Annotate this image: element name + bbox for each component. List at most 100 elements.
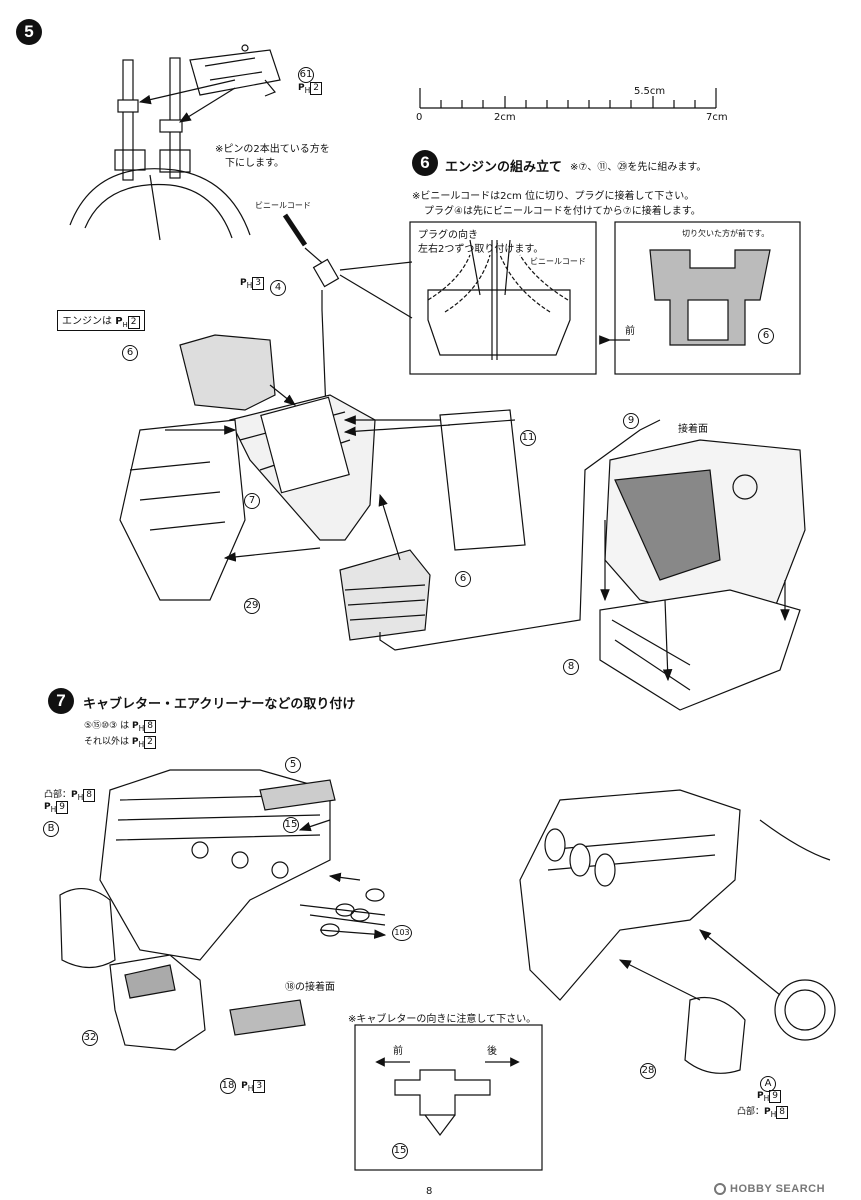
carb-assembly-drawing (59, 769, 385, 1051)
part-5-label: 5 (285, 752, 301, 773)
part-A-ref-number: 9 (769, 1090, 781, 1103)
step-7-parts-ref: 8 (144, 720, 156, 733)
plug-box-cord-label: ビニールコード (530, 257, 586, 266)
part-28-number: 28 (640, 1063, 656, 1079)
watermark: HOBBY SEARCH (714, 1183, 825, 1195)
part-32-number: 32 (82, 1030, 98, 1046)
part-8-label: 8 (563, 654, 579, 675)
step-6-pre-note: ※⑦、⑪、㉙を先に組みます。 (570, 162, 707, 173)
part-103-label: 103 (392, 920, 412, 941)
part-15-label: 15 (283, 812, 299, 833)
step-6-title: エンジンの組み立て (445, 160, 563, 175)
head-box-part-6-number: 6 (758, 328, 774, 344)
step-6-note-line2: プラグ④は先にビニールコードを付けてから⑦に接着します。 (424, 206, 701, 217)
part-4-number: 4 (270, 280, 286, 296)
part-6-lower-number: 6 (455, 571, 471, 587)
engine-case-drawing (599, 439, 806, 711)
spark-plug-drawing (282, 213, 413, 514)
part-4-ref-number: 3 (252, 277, 264, 290)
part-B-convex-number: 8 (83, 789, 95, 802)
part-6-upper-number: 6 (122, 345, 138, 361)
scale-ruler-drawing (419, 88, 717, 109)
carb-direction-note: ※キャブレターの向きに注意して下さい。 (348, 1014, 537, 1025)
page-number: 8 (426, 1186, 433, 1197)
part-18-number: 18 (220, 1078, 236, 1094)
step-5-number: 5 (24, 22, 34, 41)
part-28-label: 28 (640, 1058, 656, 1079)
carb-box-part-15-number: 15 (392, 1143, 408, 1159)
part-B-ref-number: 9 (56, 801, 68, 814)
step-6-number: 6 (420, 153, 430, 172)
part-61-ref-number: 2 (310, 82, 322, 95)
ruler-label-0: 0 (416, 112, 423, 123)
step-7-title: キャブレター・エアクリーナーなどの取り付け (83, 697, 356, 712)
engine-ref-number: 2 (127, 316, 140, 329)
part-61-number: 61 (298, 67, 314, 83)
step-5-note-line2: 下にします。 (225, 158, 284, 169)
part-9-number: 9 (623, 413, 639, 429)
part-B-letter: B (43, 821, 59, 837)
glue-surface-label: 接着面 (678, 424, 708, 435)
assembled-engine-drawing (519, 789, 836, 1074)
step-5-badge: 5 (16, 19, 42, 45)
ruler-label-2cm: 2cm (494, 112, 516, 123)
part-A-letter: A (760, 1076, 776, 1092)
watermark-text: HOBBY SEARCH (730, 1183, 826, 1195)
part-15-number: 15 (283, 817, 299, 833)
engine-ref-label: エンジンは (62, 316, 112, 327)
part-11-number: 11 (520, 430, 536, 446)
step-6-badge: 6 (412, 150, 438, 176)
step-7-number: 7 (56, 691, 66, 710)
step-7-parts-nums: ⑤⑮⑩③ は (84, 721, 130, 731)
watermark-logo-icon (714, 1183, 726, 1195)
step-7-badge: 7 (48, 688, 74, 714)
part-A-label: A (760, 1071, 776, 1092)
plug-box-line2: 左右2つずつ取り付けます。 (418, 244, 544, 255)
plug-direction-drawing (427, 239, 571, 360)
plug-direction-box (409, 221, 597, 375)
step-7-other-label: それ以外は (84, 737, 130, 747)
carb-direction-drawing (375, 1057, 520, 1136)
vinyl-cord-label: ビニールコード (255, 201, 311, 210)
part-9-label: 9 (623, 408, 639, 429)
part-29-label: 29 (244, 593, 260, 614)
part-18-glue-label: ⑱の接着面 (285, 982, 335, 993)
carb-rear-label: 後 (487, 1046, 497, 1057)
part-6-lower-label: 6 (455, 566, 471, 587)
carb-front-label: 前 (393, 1046, 403, 1057)
step-5-note-line1: ※ピンの2本出ている方を (215, 144, 330, 155)
part-18-ref-number: 3 (253, 1080, 266, 1093)
part-B-label: B (43, 816, 59, 837)
part-A-convex-number: 8 (776, 1106, 788, 1119)
ruler-label-7cm: 7cm (706, 112, 728, 123)
part-103-number: 103 (392, 925, 412, 941)
step-6-note-line1: ※ビニールコードは2cm 位に切り、プラグに接着して下さい。 (412, 191, 695, 202)
head-box-part-6: 6 (758, 323, 774, 344)
head-box-front-label: 前 (625, 326, 635, 337)
head-section-box (614, 221, 801, 375)
step-7-other-ref: 2 (144, 736, 156, 749)
part-11-label: 11 (520, 425, 536, 446)
part-61-label: 61 (298, 62, 314, 83)
part-B-convex-label: 凸部： (44, 790, 72, 800)
head-box-note: 切り欠いた方が前です。 (682, 229, 770, 238)
part-32-label: 32 (82, 1025, 98, 1046)
part-8-number: 8 (563, 659, 579, 675)
part-7-number: 7 (244, 493, 260, 509)
plug-box-line1: プラグの向き (418, 230, 478, 241)
engine-exploded-drawing (119, 334, 661, 651)
head-section-drawing (599, 249, 771, 346)
part-4-label: 4 (270, 275, 286, 296)
fork-assembly-drawing (69, 44, 281, 241)
